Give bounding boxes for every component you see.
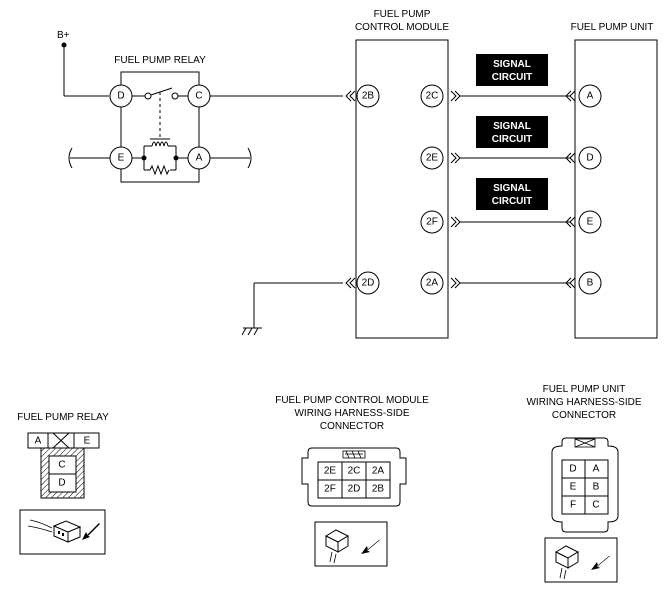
fuel-pump-unit-box: [574, 39, 658, 339]
wire-2A-B: [450, 277, 576, 289]
bottom-fpcm-title-3: CONNECTOR: [320, 421, 384, 432]
b-plus-label: B+: [57, 30, 70, 41]
svg-text:SIGNAL: SIGNAL: [493, 59, 531, 70]
svg-text:C: C: [592, 500, 599, 511]
relay-coil: [132, 138, 188, 176]
svg-text:A: A: [593, 464, 600, 475]
svg-text:SIGNAL: SIGNAL: [493, 121, 531, 132]
svg-text:CIRCUIT: CIRCUIT: [492, 134, 533, 145]
relay-switch: [132, 87, 188, 138]
bottom-fpcm-title-2: WIRING HARNESS-SIDE: [294, 408, 409, 419]
bottom-relay-title: FUEL PUMP RELAY: [17, 412, 109, 423]
relay-connector-view: A E C D: [27, 432, 100, 499]
fpcm-connector-hint-icon: [314, 521, 388, 567]
svg-text:2E: 2E: [426, 153, 439, 164]
svg-text:A: A: [196, 153, 203, 164]
svg-text:2A: 2A: [426, 278, 439, 289]
bottom-unit-title-3: CONNECTOR: [552, 410, 616, 421]
svg-text:E: E: [570, 482, 577, 493]
fpcm-pin-2A: 2A: [420, 271, 444, 295]
unit-pin-B: B: [578, 271, 602, 295]
svg-text:E: E: [84, 436, 91, 447]
ground-symbol: [241, 327, 262, 336]
wire-2C-A: [450, 90, 576, 102]
svg-text:B: B: [587, 278, 594, 289]
svg-text:CIRCUIT: CIRCUIT: [492, 196, 533, 207]
svg-text:CIRCUIT: CIRCUIT: [492, 72, 533, 83]
unit-connector-view: D A E B F C: [551, 437, 619, 533]
svg-text:D: D: [586, 153, 593, 164]
svg-text:E: E: [587, 217, 594, 228]
relay-pin-D: D: [109, 84, 133, 108]
svg-text:2C: 2C: [348, 466, 361, 477]
fpcm-pin-2C: 2C: [420, 84, 444, 108]
bottom-unit-title-1: FUEL PUMP UNIT: [543, 384, 626, 395]
wire-2F-E: [450, 216, 576, 228]
fuel-pump-unit-label: FUEL PUMP UNIT: [571, 22, 654, 33]
svg-text:2C: 2C: [426, 91, 439, 102]
svg-text:D: D: [117, 91, 124, 102]
fpcm-pin-2E: 2E: [420, 146, 444, 170]
relay-connector-hint-icon: [19, 509, 106, 555]
fuel-pump-control-module-box: [355, 39, 449, 339]
bottom-unit-title-2: WIRING HARNESS-SIDE: [526, 397, 641, 408]
fuel-pump-relay-box: [120, 71, 200, 183]
fpcm-label-line2: CONTROL MODULE: [355, 22, 449, 33]
unit-connector-hint-icon: [544, 537, 618, 583]
fpcm-pin-2D: 2D: [356, 271, 380, 295]
svg-text:F: F: [570, 500, 576, 511]
svg-text:2B: 2B: [362, 91, 375, 102]
svg-text:SIGNAL: SIGNAL: [493, 183, 531, 194]
svg-text:D: D: [58, 478, 65, 489]
signal-circuit-label-1: SIGNAL CIRCUIT: [476, 54, 548, 86]
svg-text:C: C: [195, 91, 202, 102]
svg-text:2B: 2B: [372, 484, 385, 495]
fuel-pump-relay-label: FUEL PUMP RELAY: [114, 55, 206, 66]
svg-text:2F: 2F: [426, 217, 438, 228]
svg-text:C: C: [58, 460, 65, 471]
svg-text:A: A: [35, 436, 42, 447]
unit-pin-E: E: [578, 210, 602, 234]
svg-text:A: A: [587, 91, 594, 102]
svg-text:2D: 2D: [348, 484, 361, 495]
svg-text:B: B: [593, 482, 600, 493]
wire-2E-D: [450, 152, 576, 164]
fpcm-label-line1: FUEL PUMP: [374, 9, 431, 20]
svg-text:2A: 2A: [372, 466, 385, 477]
signal-circuit-label-2: SIGNAL CIRCUIT: [476, 116, 548, 148]
unit-pin-D: D: [578, 146, 602, 170]
svg-text:2F: 2F: [324, 484, 336, 495]
svg-text:D: D: [569, 464, 576, 475]
relay-pin-E: E: [109, 146, 133, 170]
relay-pin-A: A: [187, 146, 211, 170]
unit-pin-A: A: [578, 84, 602, 108]
svg-text:2D: 2D: [362, 278, 375, 289]
relay-pin-C: C: [187, 84, 211, 108]
fpcm-pin-2F: 2F: [420, 210, 444, 234]
bottom-fpcm-title-1: FUEL PUMP CONTROL MODULE: [275, 395, 429, 406]
svg-text:E: E: [118, 153, 125, 164]
svg-text:2E: 2E: [324, 466, 337, 477]
signal-circuit-label-3: SIGNAL CIRCUIT: [476, 178, 548, 210]
fpcm-pin-2B: 2B: [356, 84, 380, 108]
fpcm-connector-view: 2E 2C 2A 2F 2D 2B: [301, 447, 407, 507]
